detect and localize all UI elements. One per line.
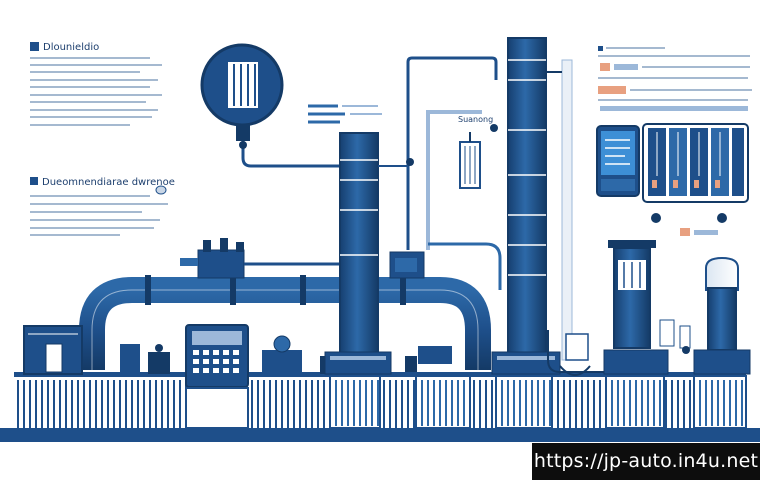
- top-left-heading: Dlounieldio: [43, 42, 99, 53]
- right-control-panels: [596, 123, 749, 236]
- text-lines: [30, 57, 162, 126]
- connectors: [559, 333, 690, 376]
- accent-tag: [600, 63, 610, 71]
- heading-marker-icon: [30, 177, 38, 185]
- keypad: [193, 350, 239, 373]
- cabinet-display: [192, 331, 242, 345]
- control-cabinet: [185, 324, 249, 429]
- screen-display: [601, 131, 635, 175]
- gauge-icon: [717, 213, 727, 223]
- knob-icon: [155, 185, 167, 195]
- filter-globe: [200, 43, 350, 168]
- gauge-icon: [651, 213, 661, 223]
- lower-housings: [329, 375, 747, 429]
- text-lines: [30, 195, 168, 236]
- reactor-1: [603, 240, 675, 375]
- accent-tag: [598, 86, 626, 94]
- top-left-text-block: Dlounieldio: [30, 42, 162, 126]
- tall-column: [491, 37, 608, 375]
- reactor-2: [679, 256, 751, 375]
- watermark-url: https://jp-auto.in4u.net: [532, 443, 760, 480]
- main-pipe: [79, 275, 491, 370]
- left-tank: [23, 325, 83, 375]
- valve-rack: [642, 123, 749, 203]
- mid-legend: [308, 104, 382, 124]
- valve-manifold: [180, 238, 340, 279]
- middle-equipment: Suanong: [378, 56, 502, 372]
- top-right-panel: [598, 46, 752, 111]
- info-bar: [600, 106, 748, 111]
- pipe-label: Suanong: [458, 115, 493, 124]
- mid-left-text-block: Dueomnendiarae dwrenoe: [30, 177, 175, 236]
- mid-left-heading: Dueomnendiarae dwrenoe: [42, 177, 175, 188]
- central-column: [324, 132, 392, 375]
- heading-marker-icon: [30, 42, 39, 51]
